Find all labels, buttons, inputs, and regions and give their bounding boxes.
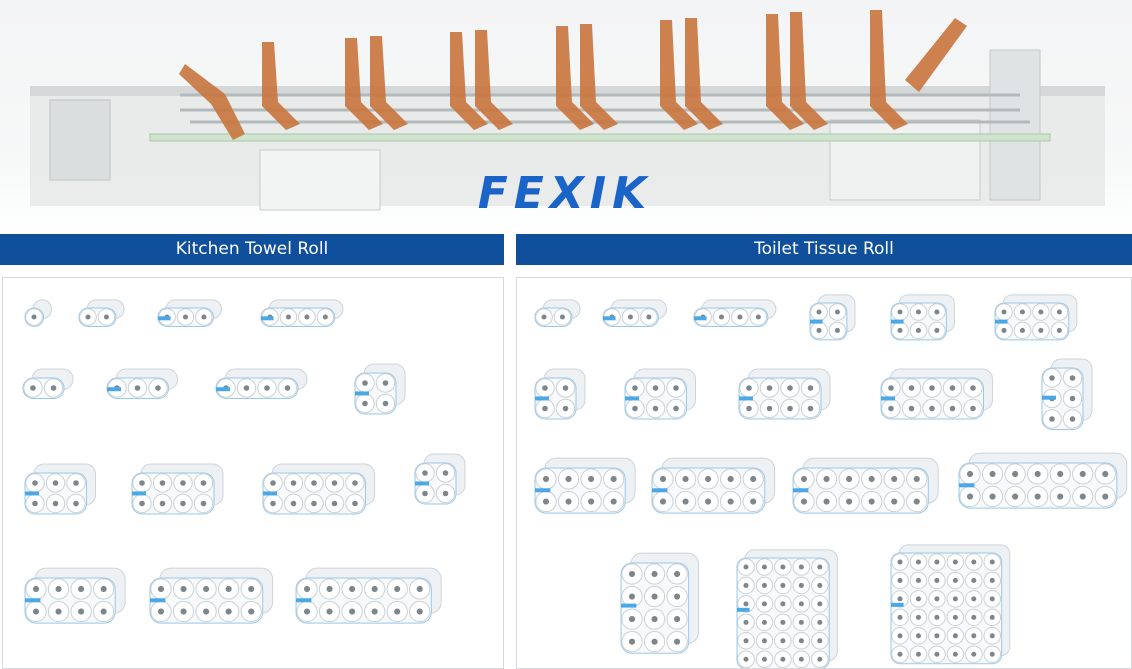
roll-pack-icon bbox=[534, 457, 636, 514]
kitchen-header-bar: Kitchen Towel Roll bbox=[0, 234, 504, 265]
toilet-header-bar: Toilet Tissue Roll bbox=[516, 234, 1132, 265]
packaging-machine-image bbox=[30, 10, 1105, 211]
kitchen-packs-illustration bbox=[22, 299, 466, 624]
roll-pack-icon bbox=[295, 567, 442, 624]
roll-pack-icon bbox=[262, 463, 375, 515]
roll-pack-icon bbox=[736, 549, 838, 668]
roll-pack-icon bbox=[215, 368, 308, 399]
roll-pack-icon bbox=[260, 299, 344, 327]
roll-pack-icon bbox=[624, 368, 696, 420]
roll-pack-icon bbox=[24, 299, 53, 327]
roll-pack-icon bbox=[157, 299, 222, 327]
roll-pack-icon bbox=[994, 294, 1078, 341]
roll-pack-icon bbox=[693, 299, 777, 327]
roll-pack-icon bbox=[354, 363, 406, 415]
roll-pack-icon bbox=[738, 368, 831, 420]
toilet-panel bbox=[516, 277, 1132, 669]
roll-pack-icon bbox=[792, 457, 939, 514]
roll-pack-icon bbox=[620, 552, 700, 654]
toilet-section-title: Toilet Tissue Roll bbox=[754, 239, 894, 259]
roll-pack-icon bbox=[809, 294, 856, 341]
roll-pack-icon bbox=[1041, 358, 1093, 430]
roll-pack-icon bbox=[890, 544, 1011, 665]
roll-pack-icon bbox=[651, 457, 776, 514]
roll-pack-icon bbox=[24, 463, 96, 515]
roll-pack-icon bbox=[880, 368, 993, 420]
roll-pack-icon bbox=[890, 294, 955, 341]
roll-pack-icon bbox=[534, 368, 586, 420]
roll-pack-icon bbox=[534, 299, 581, 327]
brand-logo: FEXIK bbox=[477, 168, 653, 219]
roll-pack-icon bbox=[602, 299, 667, 327]
toilet-packs-illustration bbox=[534, 294, 1128, 668]
roll-pack-icon bbox=[22, 368, 74, 399]
roll-pack-icon bbox=[106, 368, 178, 399]
roll-pack-icon bbox=[24, 567, 126, 624]
roll-pack-icon bbox=[958, 452, 1128, 509]
kitchen-panel bbox=[2, 277, 504, 669]
kitchen-section-title: Kitchen Towel Roll bbox=[175, 239, 329, 259]
roll-pack-icon bbox=[78, 299, 125, 327]
roll-pack-icon bbox=[131, 463, 224, 515]
roll-pack-icon bbox=[149, 567, 274, 624]
roll-pack-icon bbox=[414, 453, 466, 505]
machine-hero: FEXIK bbox=[0, 0, 1132, 232]
